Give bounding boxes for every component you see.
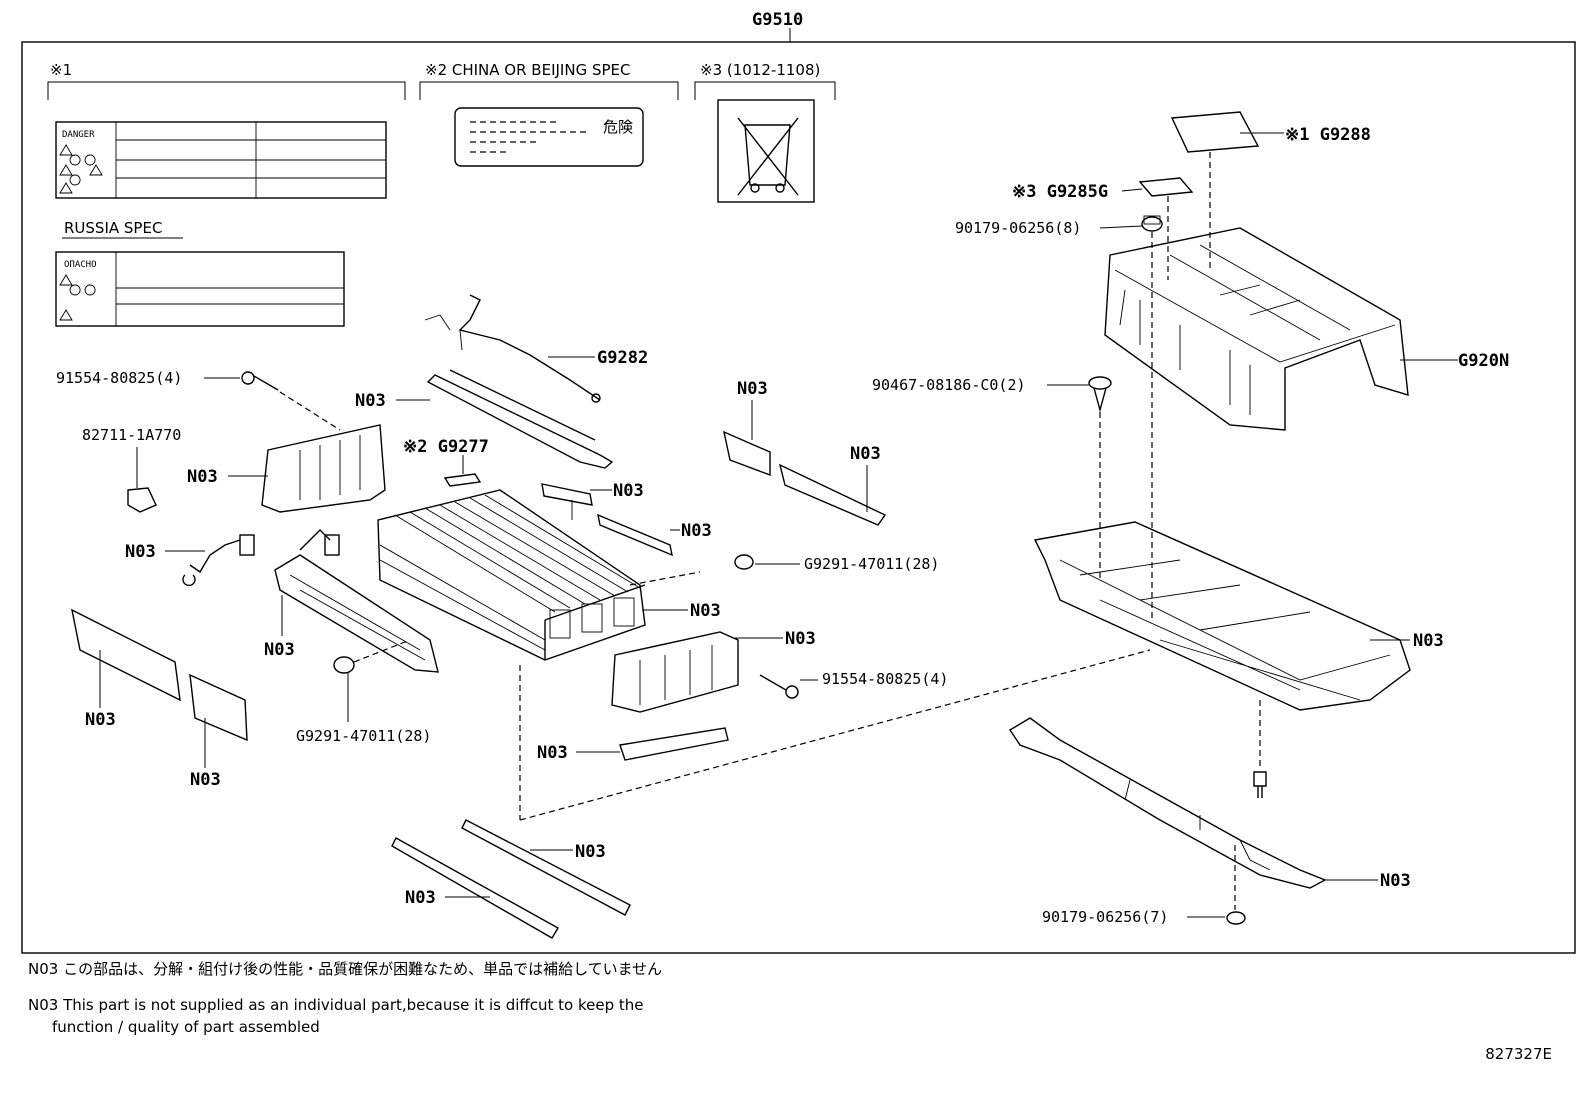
- holder-small: [619, 727, 729, 761]
- bracket-small-b: [597, 513, 673, 557]
- upper-cover-g920n: [1104, 227, 1409, 431]
- recycle-bin-label: [717, 99, 815, 203]
- callout-n03-side-b: N03: [850, 444, 881, 464]
- callout-n03-endplate-right: N03: [785, 629, 816, 649]
- wire-harness-g9282: [424, 294, 601, 403]
- russia-spec-header: RUSSIA SPEC: [64, 219, 162, 237]
- note-english-line1: N03 This part is not supplied as an indi…: [28, 996, 644, 1014]
- bolt-left-icon: [241, 371, 279, 391]
- callout-n03-busbar: N03: [264, 640, 295, 660]
- nut-icon: [1141, 215, 1163, 232]
- busbar-module: [274, 529, 439, 673]
- rod-a: [461, 819, 631, 916]
- callout-n03-side-a: N03: [737, 379, 768, 399]
- diagram-code: 827327E: [1485, 1045, 1552, 1063]
- callout-n03-tray: N03: [1413, 631, 1444, 651]
- callout-g9288: ※1 G9288: [1285, 125, 1371, 145]
- lower-tray: [1033, 521, 1411, 711]
- label-plate-g9288: [1170, 111, 1260, 153]
- kiken-text: 危険: [603, 118, 633, 136]
- callout-n03-rod-b: N03: [405, 888, 436, 908]
- callout-n03-holder: N03: [537, 743, 568, 763]
- warning-label-1: DANGER: [55, 121, 387, 199]
- side-bracket-a: [723, 430, 771, 477]
- callout-90179-06256-7: 90179-06256(7): [1042, 908, 1168, 926]
- note-english: N03 This part is not supplied as an indi…: [28, 994, 644, 1038]
- callout-90467-08186-c0: 90467-08186-C0(2): [872, 376, 1026, 394]
- note-english-line2: function / quality of part assembled: [52, 1018, 320, 1036]
- callout-n03-stack: N03: [690, 601, 721, 621]
- callout-g9277: ※2 G9277: [403, 437, 489, 457]
- callout-91554-80825-b: 91554-80825(4): [822, 670, 948, 688]
- callout-n03-bar: N03: [355, 391, 386, 411]
- assembly-label: G9510: [752, 10, 803, 30]
- bolt-icon: [1253, 771, 1267, 798]
- side-bracket-b: [778, 463, 887, 526]
- callout-g9282: G9282: [597, 348, 648, 368]
- diagram-frame: [21, 41, 1576, 954]
- grommet-right-icon: [734, 554, 754, 570]
- callout-n03-cover-a: N03: [85, 710, 116, 730]
- label-g9277: [443, 473, 482, 487]
- callout-90179-06256-8: 90179-06256(8): [955, 219, 1081, 237]
- nut-bottom-icon: [1226, 911, 1246, 925]
- callout-91554-80825-a: 91554-80825(4): [56, 369, 182, 387]
- callout-n03-sensor: N03: [125, 542, 156, 562]
- label-plate-g9285g: [1138, 177, 1194, 197]
- bolt-right-icon: [759, 674, 799, 699]
- callout-g920n: G920N: [1458, 351, 1509, 371]
- section-1-header: ※1: [50, 61, 72, 79]
- section-2-header: ※2 CHINA OR BEIJING SPEC: [425, 61, 630, 79]
- opasno-text: ОПАСНО: [64, 260, 97, 270]
- rod-b: [391, 837, 559, 939]
- callout-n03-cover-b: N03: [190, 770, 221, 790]
- note-japanese: N03 この部品は、分解・組付け後の性能・品質確保が困難なため、単品では補給して…: [28, 960, 663, 978]
- cover-left-b: [189, 673, 248, 742]
- bus-bar-top: [426, 369, 614, 469]
- end-plate-right: [611, 631, 739, 713]
- callout-n03-endplate: N03: [187, 467, 218, 487]
- callout-n03-bracket-b: N03: [681, 521, 712, 541]
- section-3-header: ※3 (1012-1108): [700, 61, 820, 79]
- callout-n03-bracket: N03: [1380, 871, 1411, 891]
- clamp-icon: [127, 487, 157, 513]
- cover-left-a: [71, 608, 181, 702]
- clip-icon: [1088, 376, 1112, 413]
- end-plate-left: [261, 424, 386, 513]
- lower-bracket: [1009, 717, 1327, 889]
- bracket-small-a: [541, 483, 593, 520]
- sensor-wire: [182, 534, 255, 587]
- danger-text: DANGER: [62, 130, 95, 140]
- warning-label-russia: ОПАСНО: [55, 251, 345, 327]
- callout-g9285g: ※3 G9285G: [1012, 182, 1108, 202]
- warning-label-china: 危険: [454, 107, 644, 167]
- callout-82711-1a770: 82711-1A770: [82, 426, 181, 444]
- grommet-left-icon: [333, 656, 355, 674]
- battery-module-stack: [377, 489, 646, 661]
- callout-n03-rod-a: N03: [575, 842, 606, 862]
- callout-g9291-b: G9291-47011(28): [804, 555, 939, 573]
- callout-g9291-a: G9291-47011(28): [296, 727, 431, 745]
- callout-n03-bracket-a: N03: [613, 481, 644, 501]
